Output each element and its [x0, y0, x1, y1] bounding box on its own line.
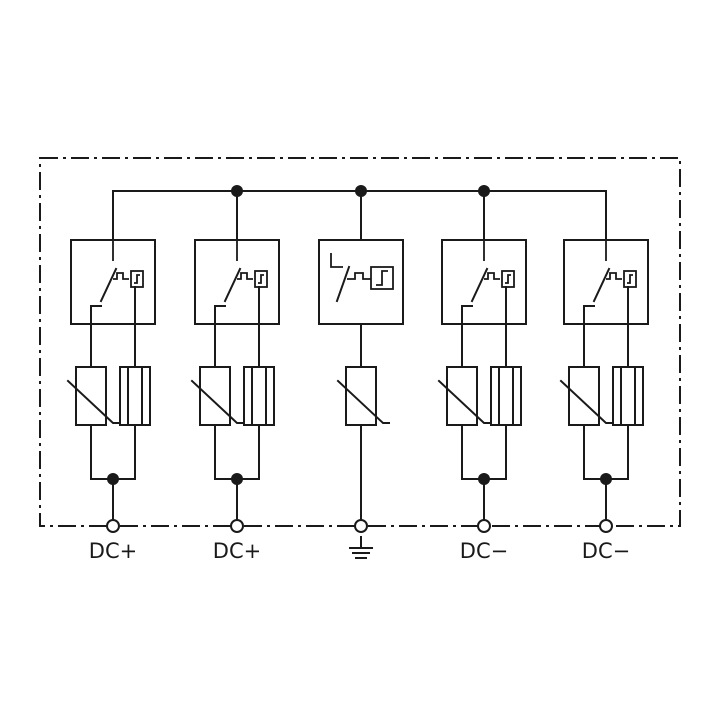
- protection-branch-5: [560, 239, 649, 527]
- terminal-ground: [349, 519, 373, 559]
- terminal-1: DC+: [89, 519, 137, 563]
- common-bus: [112, 185, 607, 241]
- terminal-label: DC−: [582, 539, 630, 563]
- terminal-label: DC+: [213, 539, 261, 563]
- protection-branch-1: [67, 239, 156, 527]
- ground-icon: [349, 536, 373, 559]
- terminal-2: DC+: [213, 519, 261, 563]
- bus-junction-dot: [231, 185, 243, 197]
- terminal-4: DC−: [460, 519, 508, 563]
- terminal-5: DC−: [582, 519, 630, 563]
- protection-branch-pe: [318, 239, 404, 527]
- terminal-label: DC−: [460, 539, 508, 563]
- protection-branch-2: [191, 239, 280, 527]
- bus-junction-dot: [355, 185, 367, 197]
- terminal-label: DC+: [89, 539, 137, 563]
- bus-junction-dot: [478, 185, 490, 197]
- protection-branch-4: [438, 239, 527, 527]
